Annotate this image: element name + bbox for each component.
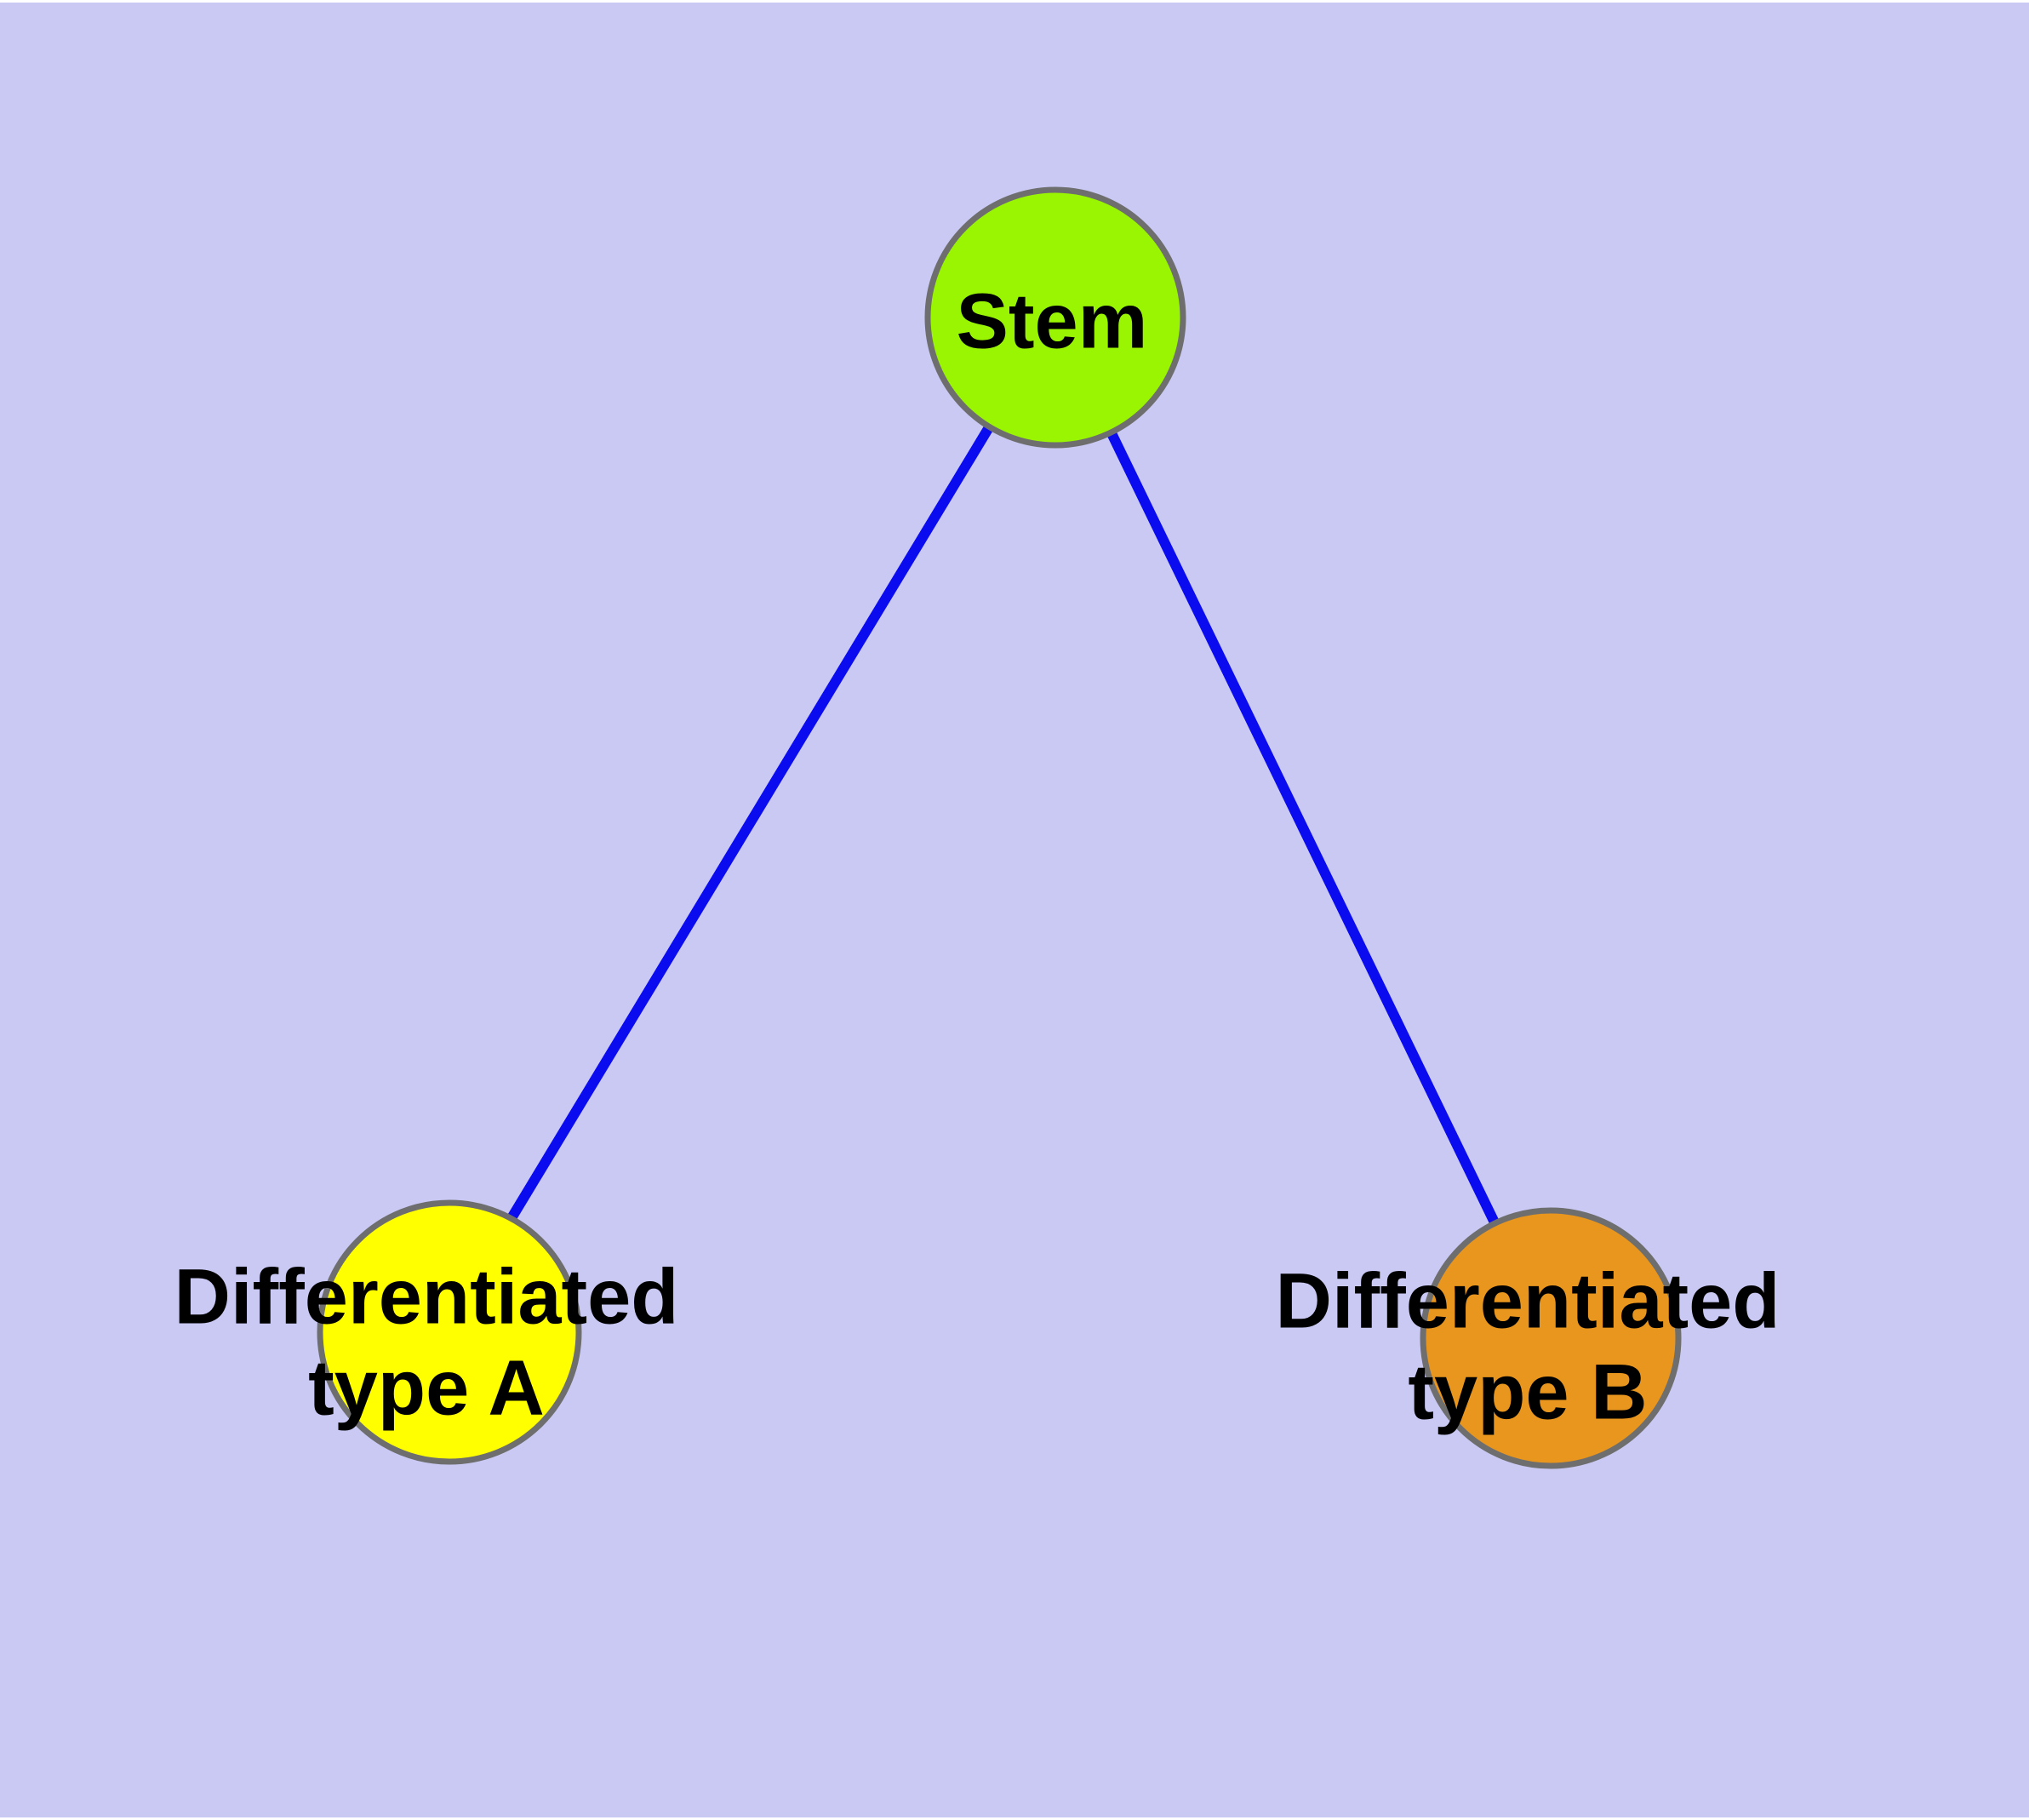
edge-stem-to-type-b: [1050, 315, 1556, 1341]
edge-stem-to-type-a: [437, 314, 1060, 1336]
stem-node-circle: [924, 186, 1186, 449]
type-b-node-circle: [1420, 1207, 1682, 1469]
type-a-node-circle: [317, 1199, 582, 1465]
